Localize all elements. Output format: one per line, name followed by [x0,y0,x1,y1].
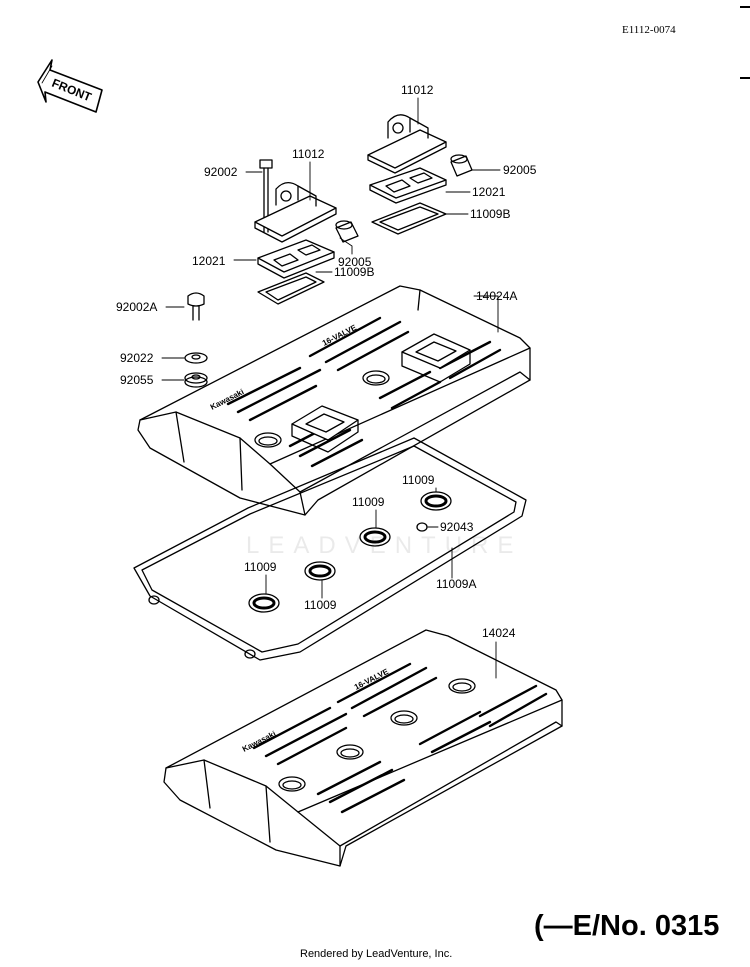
callout-92055: 92055 [120,373,154,387]
valve-cover-left [254,182,337,243]
cylinder-head-cover-14024a [137,285,531,516]
edge-mark-mid [740,77,750,79]
plug-seal-b [359,527,391,547]
callout-92005-right: 92005 [503,163,537,177]
reed-valve-right [369,167,447,204]
edge-mark-top [740,6,750,8]
callout-92002: 92002 [204,165,238,179]
footer-credit: Rendered by LeadVenture, Inc. [300,948,453,960]
plug-seal-d [248,593,280,613]
cylinder-head-cover-14024 [163,629,563,867]
callout-92022: 92022 [120,351,154,365]
diagram-code: E1112-0074 [622,24,676,36]
washer-92022 [184,352,208,364]
gasket-left [257,272,325,305]
plug-seal-a [420,491,452,511]
plug-seal-c [304,561,336,581]
callout-11009-c: 11009 [244,560,277,574]
callout-11012-right: 11012 [401,83,434,97]
cover-gasket-11009a [133,437,527,661]
callout-11012-left: 11012 [292,147,325,161]
callout-92005-left: 92005 [338,255,372,269]
callout-12021-right: 12021 [472,185,506,199]
grommet-92055 [184,372,208,388]
callout-11009-b: 11009 [352,495,385,509]
callout-11009b-left: 11009B [334,265,375,279]
valve-cover-right [367,114,447,174]
reed-valve-left [257,239,335,279]
gasket-right [371,202,447,235]
watermark: LEADVENTURE [246,532,523,559]
front-arrow-icon [37,59,103,113]
leader-lines [161,97,501,679]
callout-11009b-right: 11009B [470,207,511,221]
callout-12021-left: 12021 [192,254,226,268]
callout-11009-a-gasket: 11009A [436,577,477,591]
callout-11009-a: 11009 [402,473,435,487]
front-arrow-label: FRONT [50,76,94,105]
callout-14024a: 14024A [476,289,518,303]
plug-left [335,220,359,243]
callout-14024: 14024 [482,626,516,640]
engine-serial-range: (—E/No. 0315 [534,910,720,942]
callout-92002a: 92002A [116,300,158,314]
bolt-92002a [187,292,205,321]
plug-right [450,154,473,177]
seal-92043 [416,522,428,532]
callout-11009-d: 11009 [304,598,337,612]
callout-92043: 92043 [440,520,474,534]
